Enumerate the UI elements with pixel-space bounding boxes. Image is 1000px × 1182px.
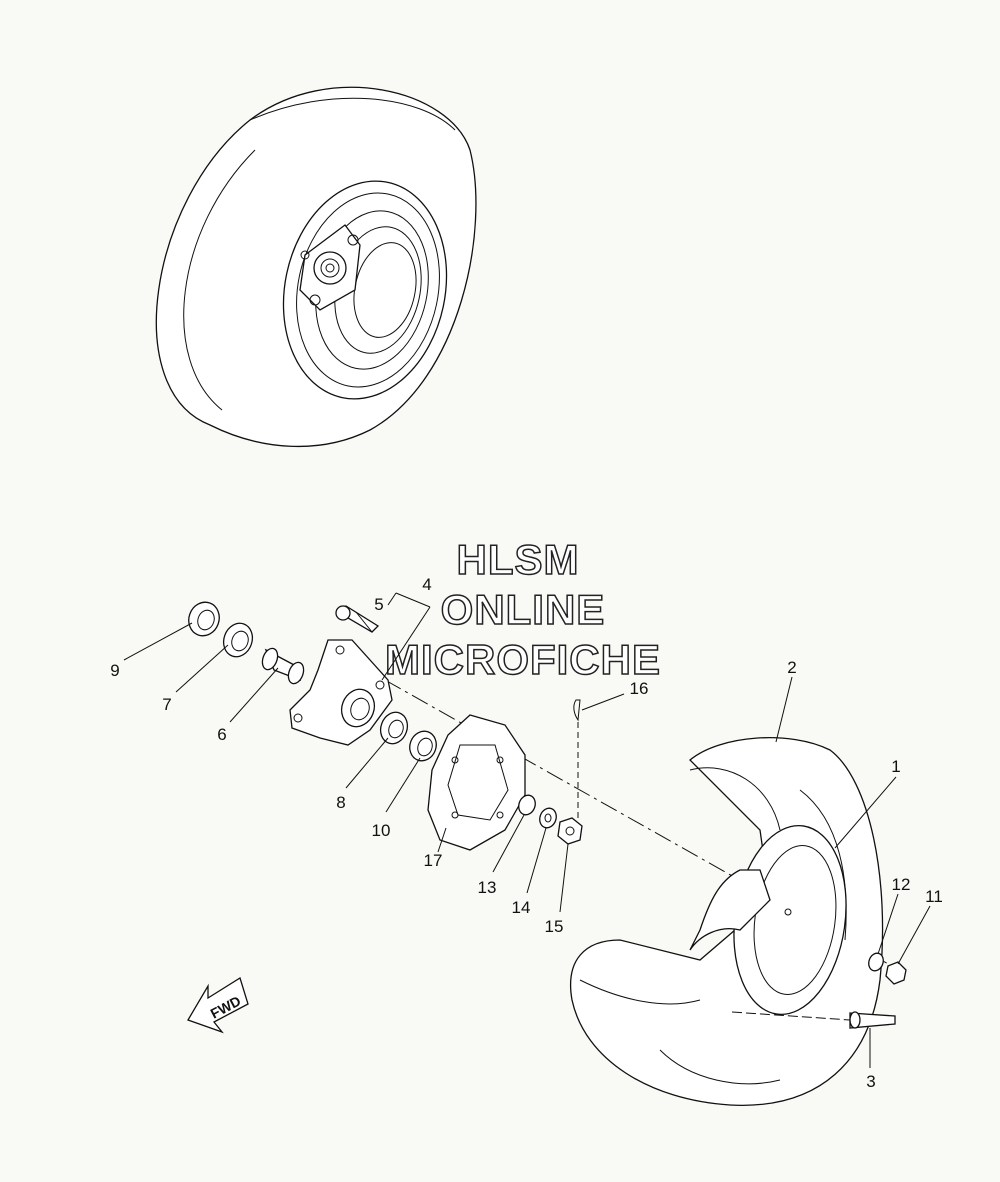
fwd-direction-arrow-icon: FWD — [187, 977, 249, 1034]
callout-2: 2 — [787, 658, 796, 677]
part-17-brake-disc — [427, 714, 526, 851]
callout-17: 17 — [424, 851, 443, 870]
part-13-collar — [518, 794, 536, 816]
part-3-valve-stem — [731, 1011, 896, 1029]
callout-5: 5 — [374, 595, 383, 614]
part-12-washer — [868, 952, 884, 972]
part-10-oil-seal — [409, 730, 437, 762]
part-5-stud-bolt — [335, 605, 380, 633]
watermark-line-2: ONLINE — [441, 586, 606, 633]
part-9-oil-seal — [188, 601, 220, 637]
callout-8: 8 — [336, 793, 345, 812]
callout-6: 6 — [217, 725, 226, 744]
callout-13: 13 — [478, 878, 497, 897]
callout-7: 7 — [162, 695, 171, 714]
part-14-washer — [539, 807, 557, 829]
callout-1: 1 — [891, 757, 900, 776]
callout-9: 9 — [110, 661, 119, 680]
callout-12: 12 — [892, 875, 911, 894]
callout-3: 3 — [866, 1072, 875, 1091]
part-16-cotter-pin — [573, 699, 581, 820]
assembled-wheel-illustration — [155, 86, 477, 448]
callout-4: 4 — [422, 575, 431, 594]
callout-16: 16 — [630, 679, 649, 698]
part-hub-knuckle — [289, 639, 393, 746]
part-8-bearing — [379, 711, 409, 745]
callout-15: 15 — [545, 917, 564, 936]
watermark-line-1: HLSM — [457, 536, 580, 583]
callout-11: 11 — [925, 887, 943, 906]
watermark: HLSM ONLINE MICROFICHE — [384, 535, 661, 684]
part-15-castle-nut — [557, 817, 583, 845]
callout-14: 14 — [512, 898, 531, 917]
callout-10: 10 — [372, 821, 391, 840]
callout-labels: 1 2 3 4 5 6 7 8 9 10 11 12 — [110, 575, 943, 1091]
watermark-line-3: MICROFICHE — [385, 636, 661, 683]
part-11-nut — [885, 961, 907, 985]
part-6-spacer — [261, 647, 305, 685]
part-7-bearing — [222, 622, 254, 658]
part-1-wheel-rim — [689, 824, 847, 1016]
